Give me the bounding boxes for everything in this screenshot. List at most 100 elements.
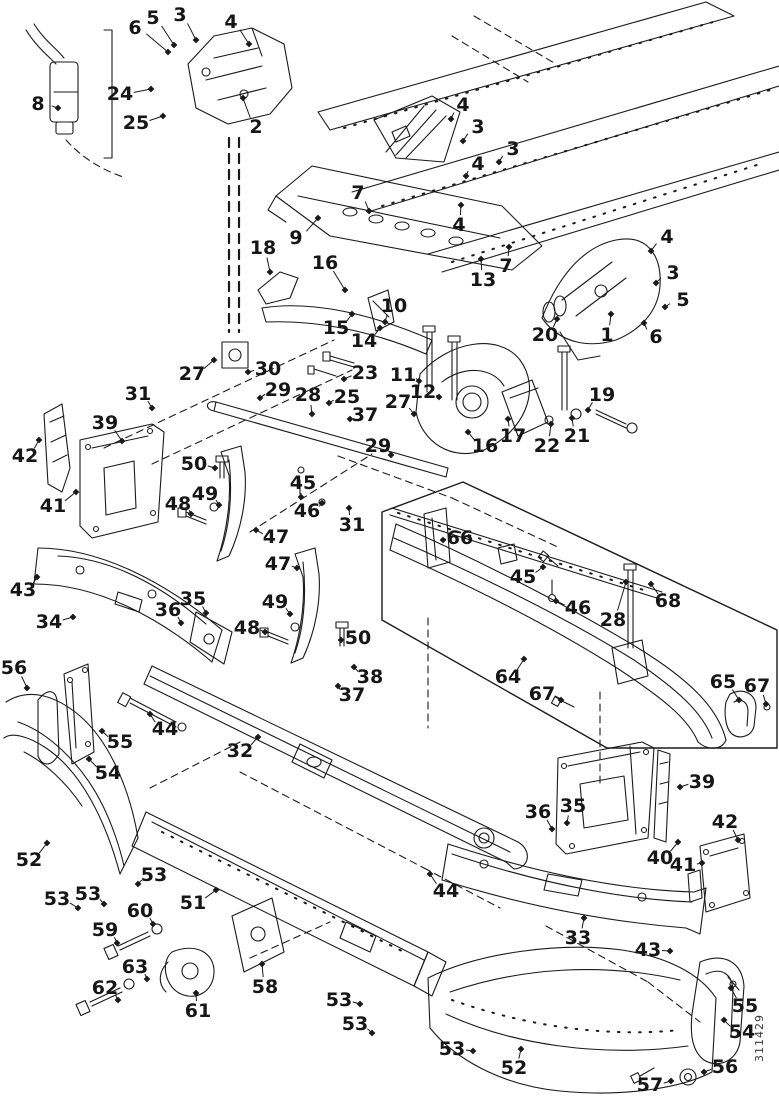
callout-25: 25 bbox=[123, 112, 149, 134]
callout-20: 20 bbox=[532, 324, 558, 346]
fastener-icon bbox=[252, 526, 260, 534]
draw-bar bbox=[117, 617, 601, 870]
callout-55: 55 bbox=[732, 995, 758, 1017]
fastener-icon bbox=[261, 628, 269, 636]
callout-16: 16 bbox=[472, 435, 498, 457]
fastener-icon bbox=[215, 501, 223, 509]
callout-67: 67 bbox=[529, 683, 555, 705]
callout-28: 28 bbox=[295, 384, 321, 406]
fastener-icon bbox=[293, 564, 301, 572]
fastener-icon bbox=[447, 115, 455, 123]
fastener-icon bbox=[159, 112, 167, 120]
callout-42: 42 bbox=[712, 811, 738, 833]
fastener-icon bbox=[552, 597, 560, 605]
fastener-icon bbox=[23, 684, 31, 692]
leader-line bbox=[146, 33, 169, 53]
fastener-icon bbox=[72, 488, 80, 496]
callout-34: 34 bbox=[36, 611, 62, 633]
fastener-icon bbox=[192, 36, 200, 44]
diagram-artwork bbox=[3, 1, 779, 1094]
callout-60: 60 bbox=[127, 900, 153, 922]
support-braces bbox=[221, 271, 433, 377]
callout-52: 52 bbox=[501, 1057, 527, 1079]
callout-47: 47 bbox=[263, 526, 289, 548]
fastener-icon bbox=[698, 859, 706, 867]
callout-53: 53 bbox=[44, 888, 70, 910]
fastener-icon bbox=[439, 536, 447, 544]
fastener-icon bbox=[676, 783, 684, 791]
callout-10: 10 bbox=[381, 295, 407, 317]
upper-gusset bbox=[373, 95, 461, 163]
callout-5: 5 bbox=[676, 289, 689, 311]
callout-58: 58 bbox=[252, 976, 278, 998]
fastener-icon bbox=[345, 504, 353, 512]
fastener-icon bbox=[568, 414, 576, 422]
callout-50: 50 bbox=[181, 453, 207, 475]
fastener-icon bbox=[100, 900, 108, 908]
fastener-icon bbox=[464, 428, 472, 436]
callout-47: 47 bbox=[265, 553, 291, 575]
mount-bracket-upper bbox=[187, 27, 293, 125]
callout-3: 3 bbox=[666, 262, 679, 284]
callout-64: 64 bbox=[495, 666, 521, 688]
callout-7: 7 bbox=[499, 255, 512, 277]
callout-17: 17 bbox=[500, 425, 526, 447]
callout-36: 36 bbox=[525, 801, 551, 823]
fastener-icon bbox=[210, 356, 218, 364]
fastener-icon bbox=[297, 493, 305, 501]
fastener-icon bbox=[211, 464, 219, 472]
callout-4: 4 bbox=[471, 153, 484, 175]
callout-9: 9 bbox=[289, 227, 302, 249]
callout-56: 56 bbox=[712, 1056, 738, 1078]
leader-line bbox=[133, 88, 152, 93]
fastener-icon bbox=[376, 324, 384, 332]
fastener-icon bbox=[563, 819, 571, 827]
callout-11: 11 bbox=[390, 364, 416, 386]
callout-46: 46 bbox=[565, 597, 591, 619]
callout-59: 59 bbox=[92, 919, 118, 941]
callout-2: 2 bbox=[249, 116, 262, 138]
leader-line bbox=[187, 23, 197, 41]
callout-49: 49 bbox=[192, 483, 218, 505]
callout-65: 65 bbox=[710, 671, 736, 693]
callout-16: 16 bbox=[312, 252, 338, 274]
callout-12: 12 bbox=[410, 381, 436, 403]
callout-19: 19 bbox=[589, 384, 615, 406]
fastener-icon bbox=[505, 243, 513, 251]
fastener-icon bbox=[356, 1000, 364, 1008]
fastener-icon bbox=[258, 960, 266, 968]
fastener-icon bbox=[365, 207, 373, 215]
fastener-icon bbox=[245, 40, 253, 48]
callout-53: 53 bbox=[439, 1038, 465, 1060]
callout-52: 52 bbox=[16, 849, 42, 871]
callout-45: 45 bbox=[290, 472, 316, 494]
fastener-icon bbox=[607, 310, 615, 318]
callout-32: 32 bbox=[227, 740, 253, 762]
callout-27: 27 bbox=[385, 391, 411, 413]
fastener-icon bbox=[325, 399, 333, 407]
callout-35: 35 bbox=[560, 795, 586, 817]
fastener-icon bbox=[667, 1077, 675, 1085]
leader-line bbox=[161, 25, 175, 46]
fastener-icon bbox=[340, 375, 348, 383]
callout-67: 67 bbox=[744, 675, 770, 697]
fastener-icon bbox=[337, 636, 345, 644]
fastener-icon bbox=[35, 436, 43, 444]
fastener-icon bbox=[318, 499, 326, 507]
tow-hook bbox=[75, 923, 215, 1017]
callout-61: 61 bbox=[185, 1000, 211, 1022]
fastener-icon bbox=[74, 904, 82, 912]
callout-48: 48 bbox=[234, 617, 260, 639]
fastener-icon bbox=[348, 310, 356, 318]
fastener-icon bbox=[640, 319, 648, 327]
fastener-icon bbox=[517, 1045, 525, 1053]
callout-5: 5 bbox=[146, 7, 159, 29]
callout-36: 36 bbox=[155, 599, 181, 621]
fastener-icon bbox=[148, 404, 156, 412]
callout-46: 46 bbox=[294, 500, 320, 522]
fastener-icon bbox=[256, 394, 264, 402]
callout-6: 6 bbox=[649, 326, 662, 348]
frame-rails bbox=[317, 1, 779, 273]
